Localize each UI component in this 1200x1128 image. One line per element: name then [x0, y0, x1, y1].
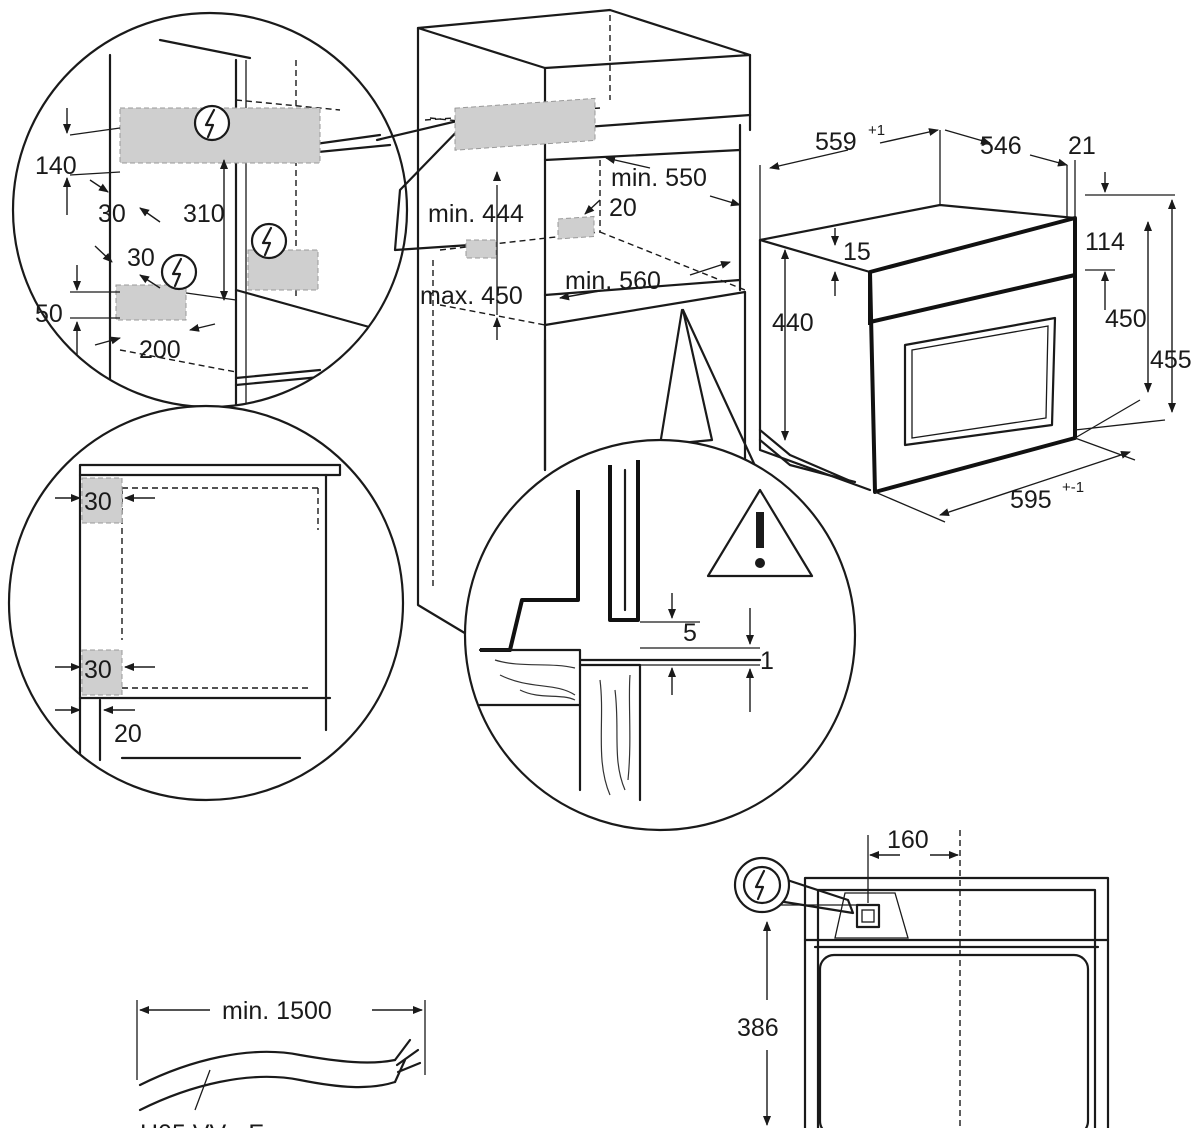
dim-arrow — [689, 260, 731, 276]
dim-arrow — [709, 195, 741, 207]
dim-label-superscript: +1 — [868, 122, 885, 139]
dim-arrow — [944, 129, 991, 145]
dim-label: 30 — [84, 488, 112, 516]
dim-arrow — [94, 245, 113, 263]
dim-label: 160 — [887, 826, 929, 854]
dim-label: 15 — [843, 238, 871, 266]
dim-label: 30 — [127, 244, 155, 272]
cabinet-niche-drawing — [416, 8, 752, 637]
electric-hazard-icon — [733, 856, 791, 914]
electric-hazard-icon — [160, 253, 198, 291]
dim-label: 20 — [114, 720, 142, 748]
dim-arrow — [559, 289, 606, 301]
cable-type-label: H05 VV - F — [140, 1120, 264, 1128]
dim-arrow — [189, 323, 216, 332]
dim-label: 21 — [1068, 132, 1096, 160]
detail-circle-connection-zones: 140 30 310 30 50 200 — [11, 11, 409, 409]
electric-hazard-icon — [193, 104, 231, 142]
dim-arrow — [94, 336, 121, 346]
power-cable-drawing — [136, 1000, 426, 1112]
detail-circle-side-clearance: 30 30 20 — [7, 404, 405, 802]
electric-hazard-icon — [250, 222, 288, 260]
dim-arrow — [89, 179, 109, 193]
dim-label: max. 450 — [420, 282, 523, 310]
dim-label: 455 — [1150, 346, 1192, 374]
dim-label: 140 — [35, 152, 77, 180]
dim-label: min. 560 — [565, 267, 661, 295]
dim-label: 595 — [1010, 486, 1052, 514]
dim-label: min. 444 — [428, 200, 524, 228]
dim-arrow — [879, 128, 939, 144]
dim-label: 5 — [683, 619, 697, 647]
dim-arrow — [584, 199, 601, 215]
front-view-connection-position — [733, 830, 1110, 1128]
dim-label: 559 — [815, 128, 857, 156]
dim-arrow — [769, 149, 849, 170]
dim-label: 114 — [1085, 228, 1125, 256]
dim-label: 1 — [760, 647, 774, 675]
dim-label: min. 550 — [611, 164, 707, 192]
dim-label: 310 — [183, 200, 225, 228]
callout-pointer — [375, 116, 472, 252]
dim-label: 386 — [737, 1014, 779, 1042]
dim-label: 450 — [1105, 305, 1147, 333]
dim-label: 546 — [980, 132, 1022, 160]
dim-label: 440 — [772, 309, 814, 337]
dim-label: 30 — [98, 200, 126, 228]
dim-arrow — [1029, 154, 1068, 167]
dim-label: 200 — [139, 336, 181, 364]
warning-triangle-icon — [706, 488, 814, 578]
dim-label: 30 — [84, 656, 112, 684]
dim-label: min. 1500 — [222, 997, 332, 1025]
callout-pointer — [658, 308, 714, 447]
dim-label-superscript: +-1 — [1062, 479, 1084, 496]
dim-label: 20 — [609, 194, 637, 222]
dim-arrow — [605, 156, 651, 169]
dim-arrow — [939, 451, 1131, 516]
oven-dimension-drawing — [758, 130, 1175, 523]
dim-arrow — [139, 274, 161, 289]
dim-arrow — [139, 207, 161, 223]
dim-label: 50 — [35, 300, 63, 328]
detail-circle-flush-mounting: 5 1 — [463, 438, 857, 832]
